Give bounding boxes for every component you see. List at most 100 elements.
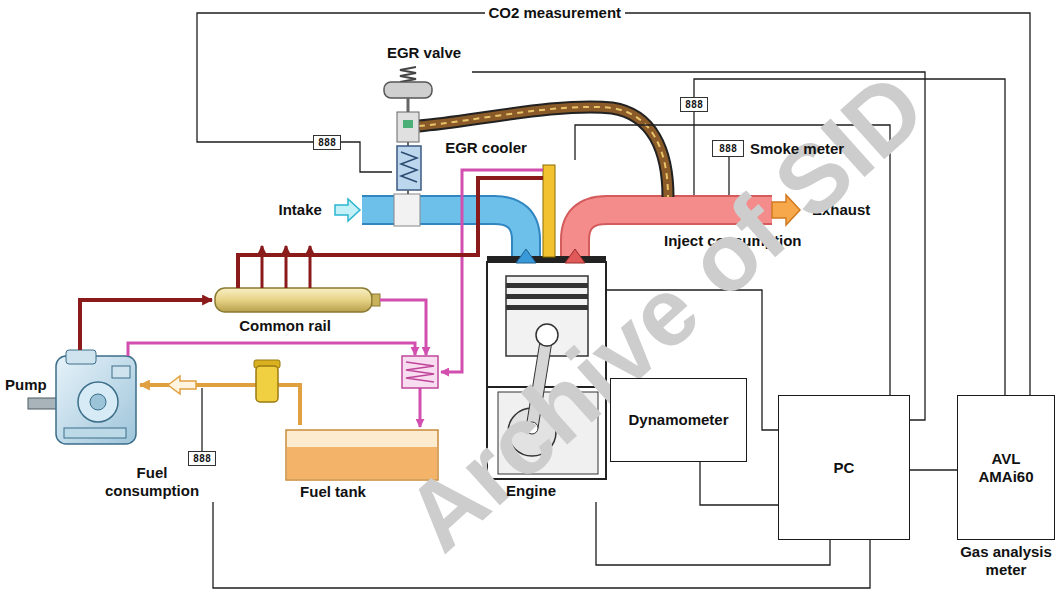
- egr-cooler: EGR cooler: [392, 139, 534, 198]
- pump-drawing: [90, 394, 106, 410]
- engine-drawing: [506, 305, 588, 310]
- flow-arrow: [168, 376, 196, 394]
- connector-label: CO2 measurement: [485, 4, 626, 22]
- egr-pipe: [419, 107, 668, 197]
- common-rail-drawing: [236, 283, 240, 288]
- pump-drawing: [28, 398, 60, 409]
- common-rail-drawing: [215, 288, 372, 312]
- gas-analyzer: AVL AMAi60Gas analysis meter: [957, 395, 1055, 583]
- node-label: Fuel consumption: [100, 464, 204, 500]
- pump-drawing: [66, 350, 96, 364]
- display-box: 888: [680, 97, 708, 112]
- node-label: Dynamometer: [628, 411, 728, 429]
- egr-pipe: [419, 107, 668, 197]
- egr-valve-drawing: [403, 120, 413, 128]
- pump-drawing: [112, 366, 130, 378]
- common-rail-drawing: [309, 246, 312, 288]
- engine-drawing: [516, 249, 536, 263]
- text-block: Fuel tank: [283, 483, 383, 501]
- egr-valve: EGR valve: [376, 44, 472, 140]
- pump-drawing: [78, 382, 118, 422]
- pump-drawing: [64, 428, 126, 438]
- fuel-filter: [254, 360, 280, 368]
- engine-drawing: [543, 165, 555, 257]
- egr-valve-drawing: [400, 67, 416, 82]
- display-reading: 888: [193, 453, 211, 464]
- intake-pipe: [362, 210, 526, 258]
- text-block: Pump: [5, 376, 53, 394]
- egr-valve-drawing: [397, 112, 419, 142]
- connector-line: [213, 502, 870, 588]
- display-box: 888: [313, 135, 341, 150]
- text-block: Engine: [485, 482, 577, 500]
- node-label: Common rail: [239, 317, 331, 335]
- pump-drawing: [28, 350, 136, 444]
- node-label: Pump: [5, 376, 47, 394]
- egr-valve-drawing: [407, 98, 410, 113]
- display-reading: 888: [318, 137, 336, 148]
- node-label: Fuel tank: [300, 483, 366, 501]
- egr-cooler-drawing: [401, 152, 417, 182]
- fuel-return-line: [402, 356, 438, 388]
- engine-drawing: [506, 294, 588, 299]
- engine-drawing: [565, 249, 585, 263]
- text-block: Common rail: [230, 317, 340, 335]
- box-frame: AVL AMAi60: [957, 395, 1055, 540]
- fuel-pump: Pump: [3, 350, 140, 448]
- fuel-return-line: [128, 170, 543, 427]
- connector-line: [238, 178, 485, 284]
- node-label: Gas analysis meter: [957, 543, 1055, 579]
- text-block: EGR cooler: [438, 139, 534, 157]
- flow-arrow: [168, 376, 196, 394]
- egr-cooler-drawing: [397, 146, 421, 190]
- common-rail-drawing: [372, 294, 380, 306]
- node-label: EGR cooler: [445, 139, 527, 157]
- box-frame: Dynamometer: [610, 378, 747, 462]
- common-rail: Common rail: [212, 284, 378, 336]
- display-box: 888: [712, 140, 744, 157]
- engine-drawing: [485, 176, 543, 180]
- node-label: EGR valve: [387, 44, 461, 62]
- egr-valve-drawing: [384, 67, 432, 146]
- egr-valve-drawing: [384, 82, 432, 98]
- fuel-return-line: [380, 300, 426, 355]
- text-block: Smoke meter: [750, 140, 880, 158]
- engine-drawing: [506, 283, 588, 288]
- fuel-return-line: [441, 170, 543, 372]
- fuel-filter: [256, 366, 278, 402]
- egr-pipe: [419, 107, 668, 197]
- egr-valve-drawing: [407, 142, 409, 146]
- pc-box: PC: [778, 395, 910, 540]
- connector-line: [140, 385, 300, 425]
- pump-drawing: [56, 356, 136, 444]
- fuel-return-line: [128, 343, 415, 356]
- egr-cooler-drawing: [397, 146, 421, 194]
- node-label: AVL AMAi60: [970, 450, 1042, 486]
- intake-pipe: [335, 194, 526, 258]
- display-box: 888: [188, 451, 216, 466]
- display-reading: 888: [719, 143, 737, 154]
- connector-line: [341, 142, 392, 172]
- text-block: Gas analysis meter: [957, 543, 1055, 579]
- sensor-lead: [693, 112, 694, 195]
- fuel-consumption-meter: 888Fuel consumption: [100, 450, 218, 502]
- intake-pipe: [394, 194, 420, 226]
- display-reading: 888: [685, 99, 703, 110]
- connector-line: [910, 469, 957, 470]
- display-box: 888: [680, 97, 708, 112]
- text-block: Fuel consumption: [100, 464, 204, 500]
- connector-line: [700, 462, 778, 505]
- dynamometer-box: Dynamometer: [610, 378, 747, 462]
- connector-line: [80, 300, 212, 350]
- engine-drawing: [487, 256, 606, 263]
- display-box: 888: [313, 135, 341, 150]
- node-label: Engine: [506, 482, 556, 500]
- egr-cooler-drawing: [407, 190, 409, 194]
- fuel-filter: [254, 360, 280, 402]
- fuel-return-line: [419, 388, 422, 427]
- text-block: EGR valve: [376, 44, 472, 62]
- port-label: Intake: [279, 201, 322, 219]
- egr-pipe: [419, 107, 668, 197]
- engine-drawing: [536, 324, 558, 346]
